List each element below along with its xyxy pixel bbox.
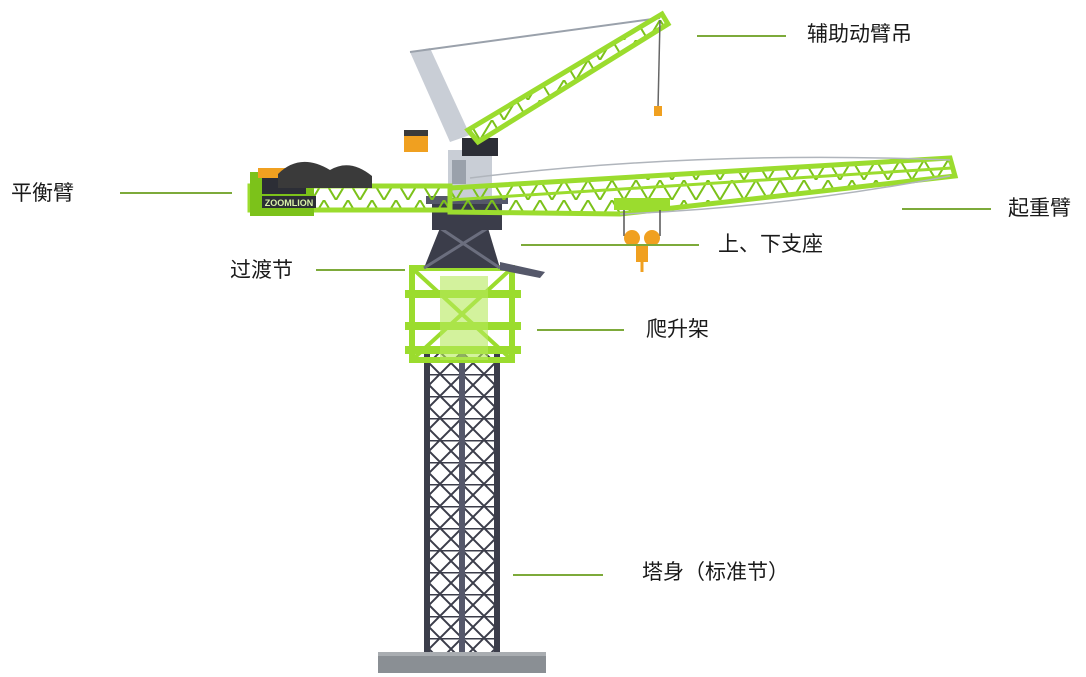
transition-section-leader-line [316, 269, 405, 271]
main-jib [447, 155, 959, 217]
label-counter-jib: 平衡臂 [11, 181, 74, 205]
label-tower-body: 塔身（标准节） [642, 560, 789, 584]
aux-jib-leader-line [697, 35, 786, 37]
transition-section [423, 226, 545, 278]
label-climbing-frame: 爬升架 [646, 317, 709, 341]
aux-luffing-jib [404, 10, 672, 152]
label-aux-jib: 辅助动臂吊 [807, 22, 912, 46]
tower-body-leader-line [513, 574, 603, 576]
slewing-support-leader-line [521, 244, 699, 246]
trolley-hook [614, 198, 670, 272]
tower-mast [424, 350, 500, 652]
climbing-frame-leader-line [537, 329, 624, 331]
brand-plate-text: ZOOMLION [265, 198, 314, 208]
jib-leader-line [902, 208, 991, 210]
counter-jib-leader-line [120, 192, 232, 194]
foundation-block [378, 652, 546, 673]
climbing-frame [405, 265, 521, 363]
label-slewing-support: 上、下支座 [718, 232, 823, 256]
label-jib: 起重臂 [1008, 196, 1071, 220]
label-transition-section: 过渡节 [230, 258, 293, 282]
